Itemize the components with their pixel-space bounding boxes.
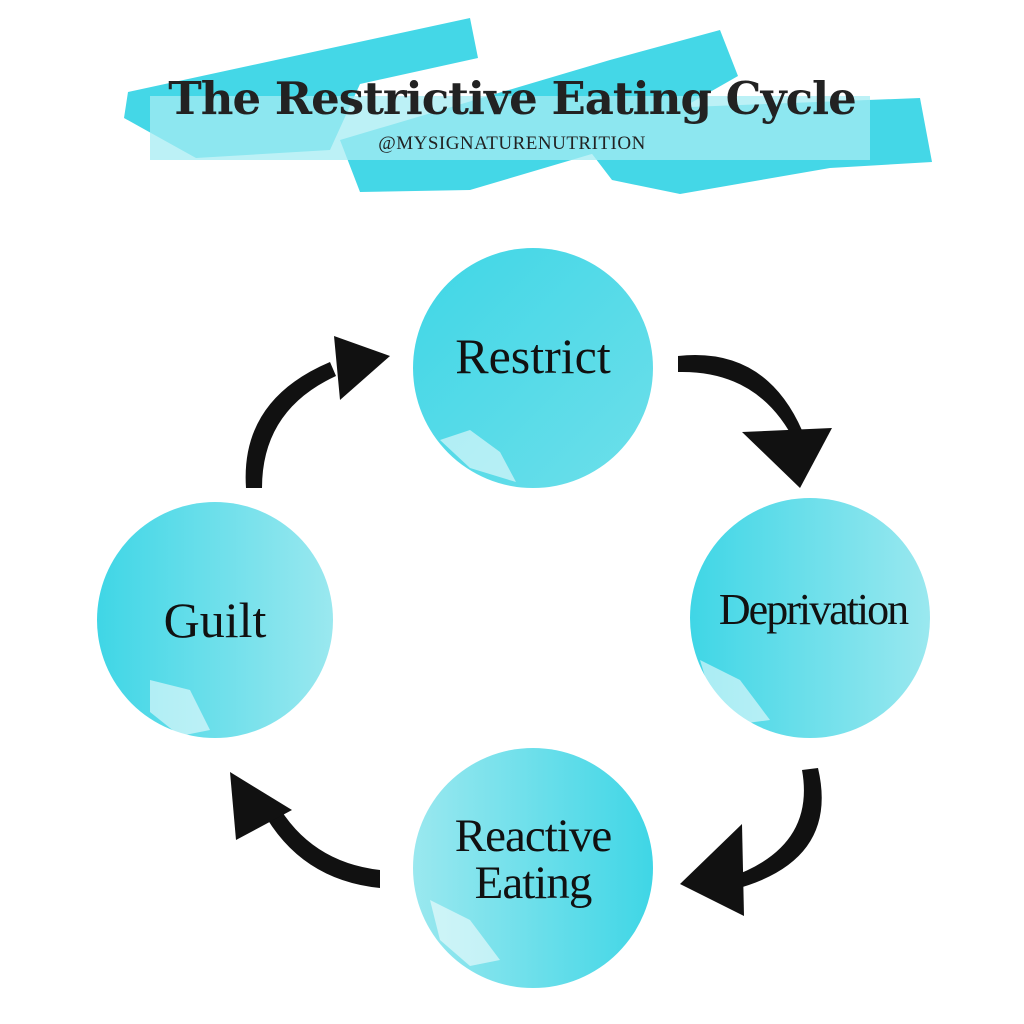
arrow-reactive-eating-to-guilt [230, 772, 380, 888]
arrow-guilt-to-restrict [245, 336, 390, 488]
node-deprivation: Deprivation [688, 490, 938, 730]
node-circle-guilt [97, 502, 333, 738]
brush-highlight-band [150, 96, 870, 160]
node-label-guilt: Guilt [163, 592, 267, 648]
header-brush-strokes [124, 18, 932, 194]
author-handle: @MYSIGNATURENUTRITION [378, 133, 646, 154]
node-label-reactive-eating: Reactive Eating [454, 810, 612, 909]
node-label-deprivation: Deprivation [718, 585, 909, 634]
arrow-deprivation-to-reactive-eating [680, 768, 822, 916]
node-restrict: Restrict [413, 236, 653, 476]
node-circle-reactive-eating [413, 748, 653, 988]
node-guilt: Guilt [95, 500, 335, 740]
node-circle-restrict [413, 248, 653, 488]
diagram-title: The Restrictive Eating Cycle [168, 72, 856, 125]
node-circle-deprivation [690, 498, 930, 738]
node-label-restrict: Restrict [455, 328, 611, 384]
node-reactive-eating: Reactive Eating [413, 740, 653, 980]
arrow-restrict-to-deprivation [678, 355, 832, 488]
